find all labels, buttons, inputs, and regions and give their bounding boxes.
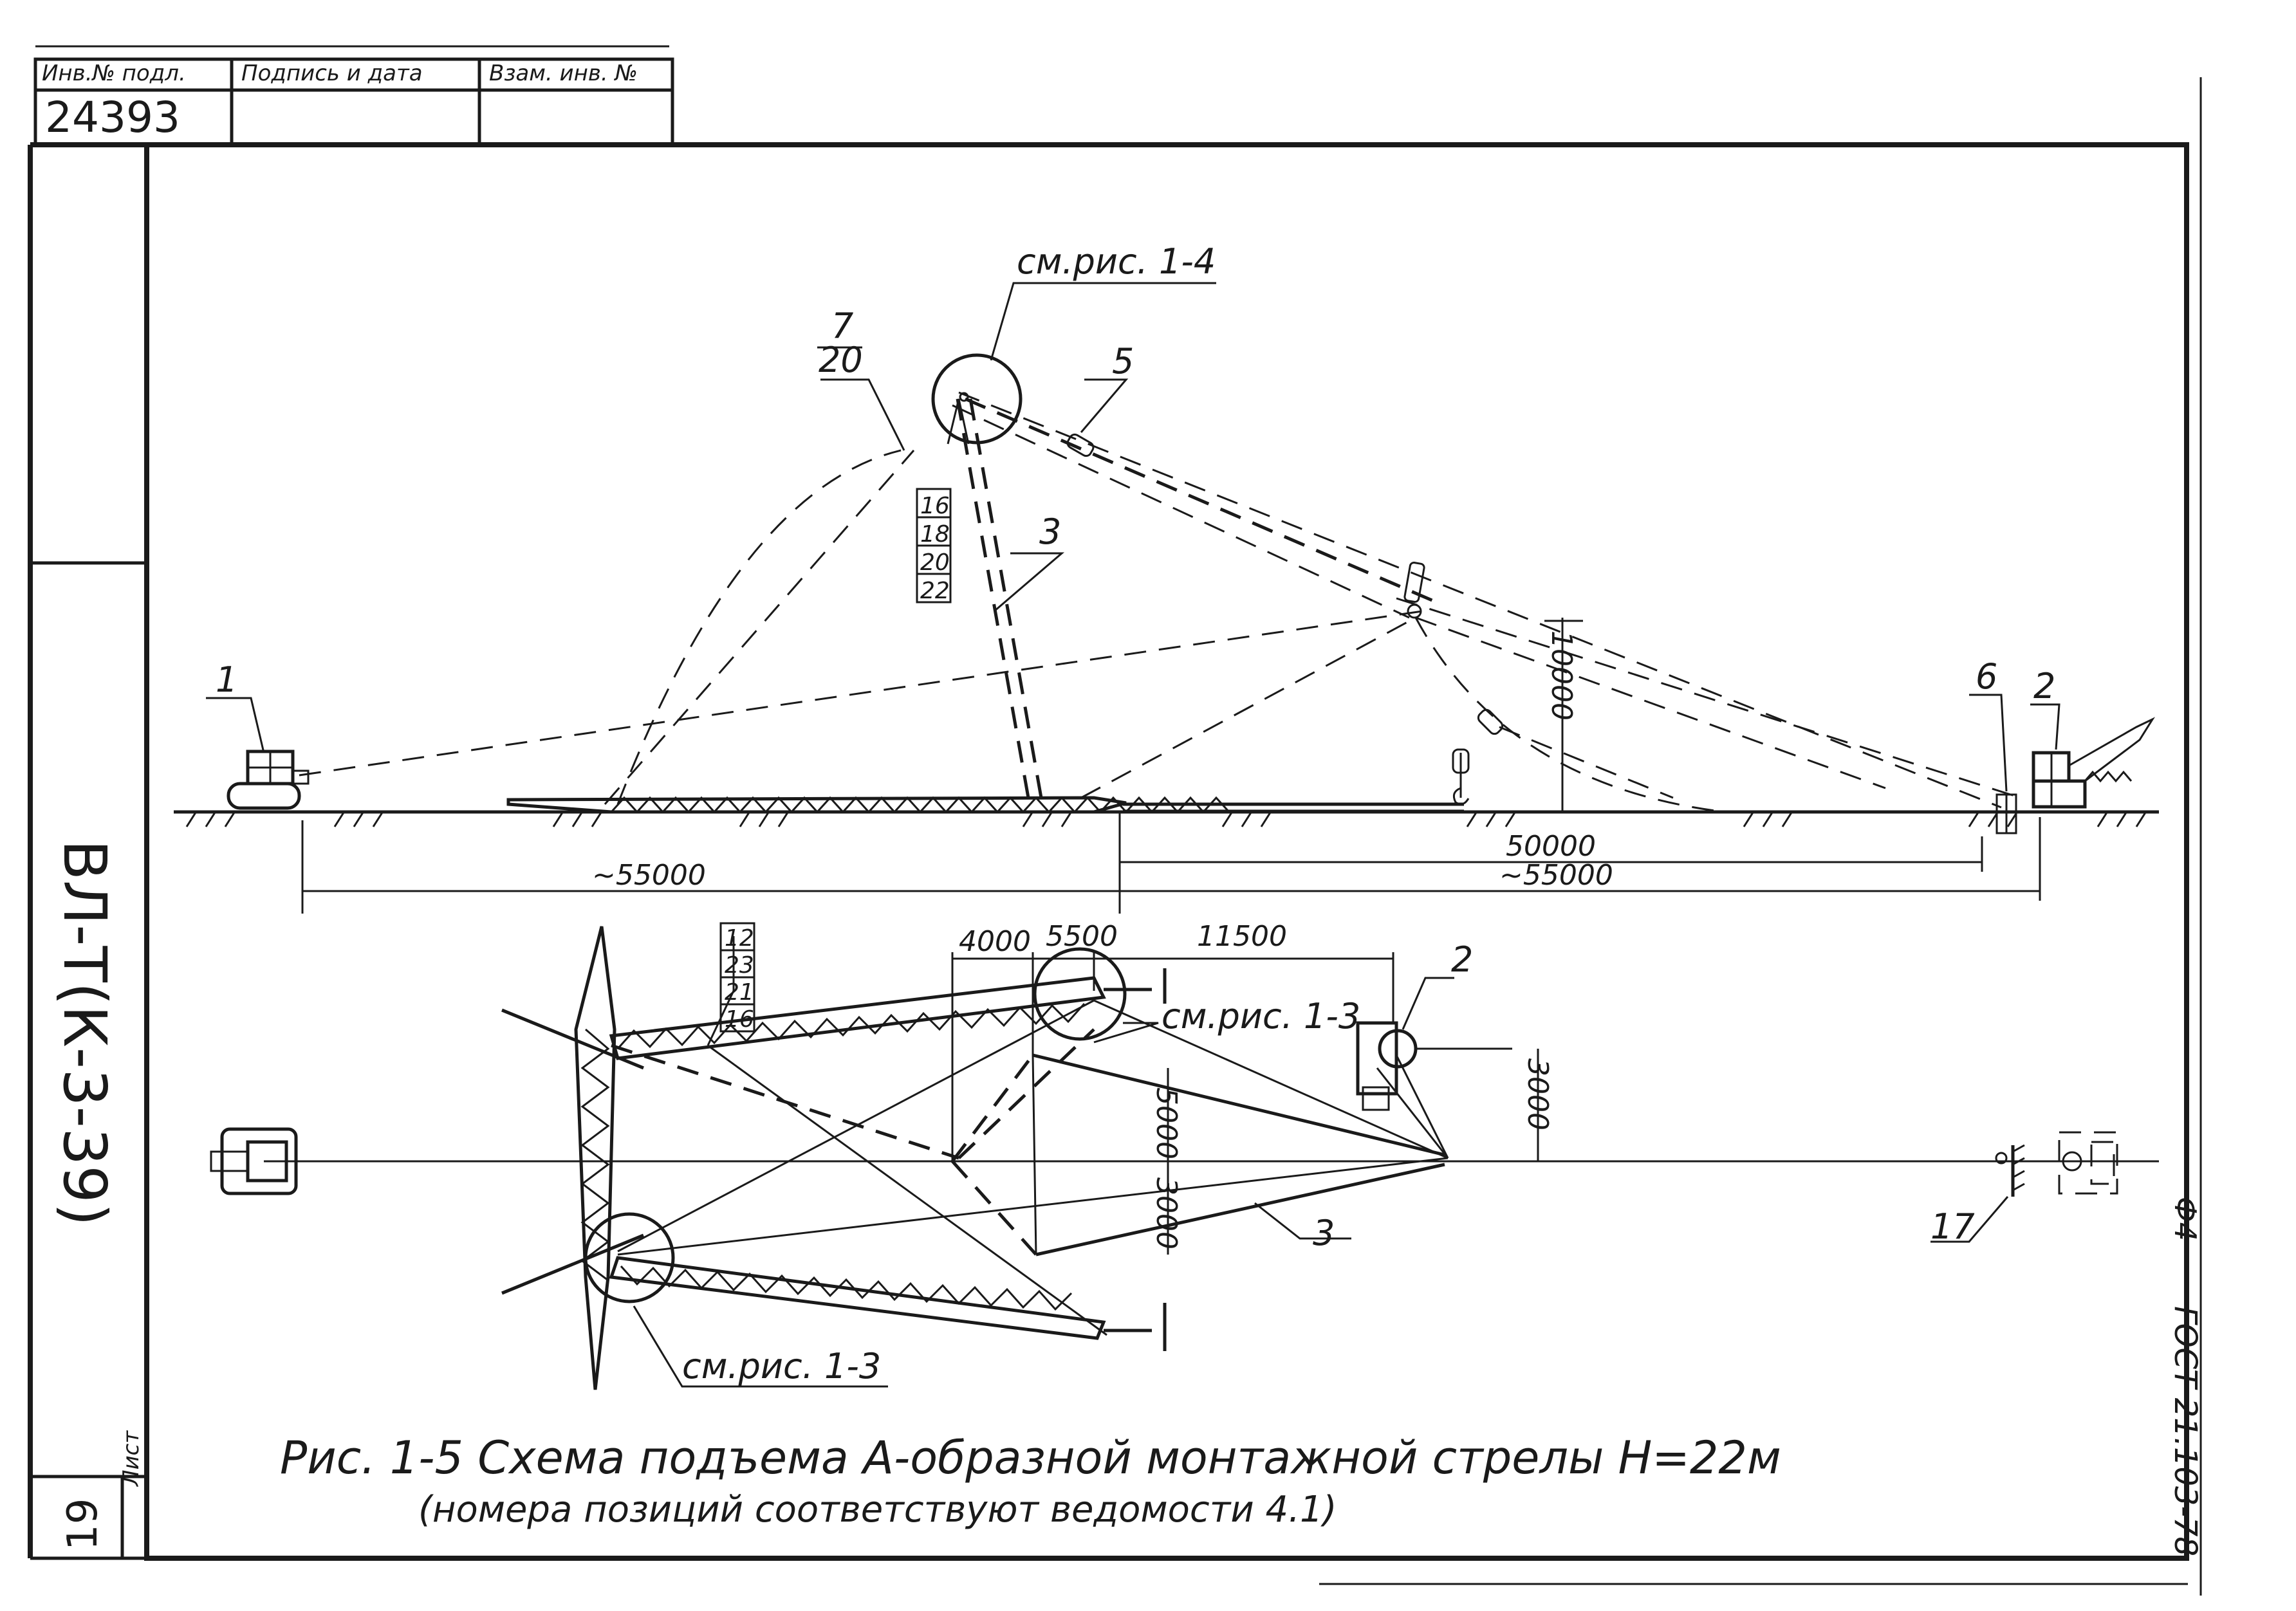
- boom-lying-lattice: [506, 796, 1464, 814]
- lattice-mast: [501, 926, 644, 1390]
- plan-stack-2: 21: [725, 979, 754, 1006]
- dim-5000: 5000: [1150, 1087, 1183, 1159]
- elev-stack-2: 20: [920, 549, 950, 576]
- a-frame-lower-arm: [609, 1256, 1167, 1351]
- dim-right-length: ~55000: [1499, 859, 1613, 892]
- inventory-stamp: [33, 45, 674, 147]
- caption-line-1: Рис. 1-5 Схема подъема А-образной монтаж…: [280, 1431, 1781, 1484]
- sheet-number: 19: [59, 1498, 107, 1551]
- elevation-stack: 16 18 20 22: [916, 488, 952, 604]
- dim-left-length: ~55000: [592, 859, 706, 892]
- plan-view: [210, 926, 2159, 1390]
- dim-3000-mid: 3000: [1150, 1177, 1183, 1249]
- caption-line-2: (номера позиций соответствуют ведомости …: [418, 1489, 1337, 1531]
- pos-3-plan-label: 3: [1313, 1213, 1335, 1253]
- elev-stack-0: 16: [920, 493, 950, 519]
- elev-stack-3: 22: [920, 578, 950, 604]
- ref-bottom-label: см.рис. 1-3: [682, 1346, 881, 1386]
- stamp-header-repl: Взам. инв. №: [489, 60, 638, 86]
- tractor-1-icon: [227, 750, 310, 810]
- standard-label: ГОСТ 21.103-78: [2167, 1306, 2203, 1556]
- project-code: ВЛ-Т(К-3-39): [50, 840, 119, 1226]
- a-frame-upper-arm: [609, 968, 1167, 1060]
- pos-2-elev-label: 2: [2033, 666, 2055, 706]
- dim-11500: 11500: [1197, 920, 1287, 953]
- plan-stack-0: 12: [725, 925, 754, 952]
- pos-6-label: 6: [1976, 656, 1997, 697]
- sheet-label: Лист: [118, 1430, 144, 1487]
- plan-stack-3: 16: [725, 1006, 754, 1033]
- dim-4000: 4000: [959, 925, 1031, 958]
- ground-hatching: [185, 812, 2147, 827]
- pos-1-label: 1: [216, 659, 237, 700]
- pos-7-label: 7: [831, 306, 853, 346]
- inventory-number: 24393: [45, 93, 180, 142]
- sheet-frame: [28, 77, 2202, 1596]
- dim-right-inner: 50000: [1506, 830, 1596, 863]
- stamp-header-inv: Инв.№ подл.: [42, 60, 186, 86]
- format-label: Ф4: [2168, 1197, 2203, 1241]
- anchor-6-icon: [1995, 793, 2017, 834]
- pos-17-label: 17: [1930, 1206, 1975, 1247]
- dim-5500: 5500: [1046, 920, 1118, 953]
- crane-2-plan-icon: [1356, 1021, 1512, 1111]
- crane-2-icon: [2032, 717, 2156, 809]
- stamp-header-sign: Подпись и дата: [241, 60, 423, 86]
- pos-3-elev-label: 3: [1039, 511, 1061, 552]
- ref-main-label: см.рис. 1-4: [1017, 241, 1216, 282]
- pos-5-label: 5: [1112, 341, 1134, 382]
- pos-20-label: 20: [819, 340, 863, 380]
- hook-ground-icon: [1452, 748, 1470, 806]
- ref-top-label: см.рис. 1-3: [1162, 996, 1360, 1036]
- tractor-dashed-plan-icon: [2058, 1131, 2118, 1195]
- anchor-17-icon: [1995, 1144, 2025, 1197]
- dim-3000-right: 3000: [1521, 1058, 1554, 1130]
- elevation-view: [174, 282, 2159, 914]
- dim-height: 10000: [1545, 631, 1578, 721]
- tractor-1-plan-icon: [210, 1127, 298, 1195]
- pos-2-plan-label: 2: [1451, 939, 1473, 980]
- elev-stack-1: 18: [920, 521, 950, 548]
- plan-stack: 12 23 21 16: [719, 922, 755, 1033]
- plan-stack-1: 23: [725, 952, 754, 979]
